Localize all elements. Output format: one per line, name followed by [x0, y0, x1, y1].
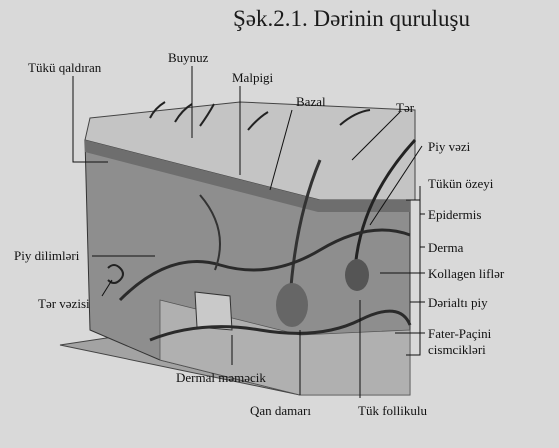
fat-lobule [195, 292, 232, 330]
label-tuku-qaldiran: Tükü qaldıran [28, 60, 101, 75]
hair-bulb [276, 283, 308, 327]
label-derma: Derma [428, 240, 463, 255]
label-kollagen-lifler: Kollagen liflər [428, 266, 504, 281]
label-ter: Tər [396, 100, 414, 115]
hair-bulb [345, 259, 369, 291]
label-piy-vezi: Piy vəzi [428, 139, 470, 154]
label-bazal: Bazal [296, 94, 326, 109]
label-dermal-memecik: Dermal məməcik [176, 370, 266, 385]
label-tukun-ozeyi: Tükün özeyi [428, 176, 493, 191]
label-piy-dilimleri: Piy dilimləri [14, 248, 79, 263]
label-ter-vezisi: Tər vəzisi [38, 296, 90, 311]
label-derialti-piy: Dərialtı piy [428, 295, 488, 310]
label-qan-damari: Qan damarı [250, 403, 311, 418]
label-malpigi: Malpigi [232, 70, 273, 85]
label-fater-pacini-1: Fater-Paçini [428, 326, 491, 341]
label-fater-pacini-2: cismcikləri [428, 342, 486, 357]
label-buynuz: Buynuz [168, 50, 208, 65]
label-epidermis: Epidermis [428, 207, 481, 222]
label-tuk-follikulu: Tük follikulu [358, 403, 427, 418]
